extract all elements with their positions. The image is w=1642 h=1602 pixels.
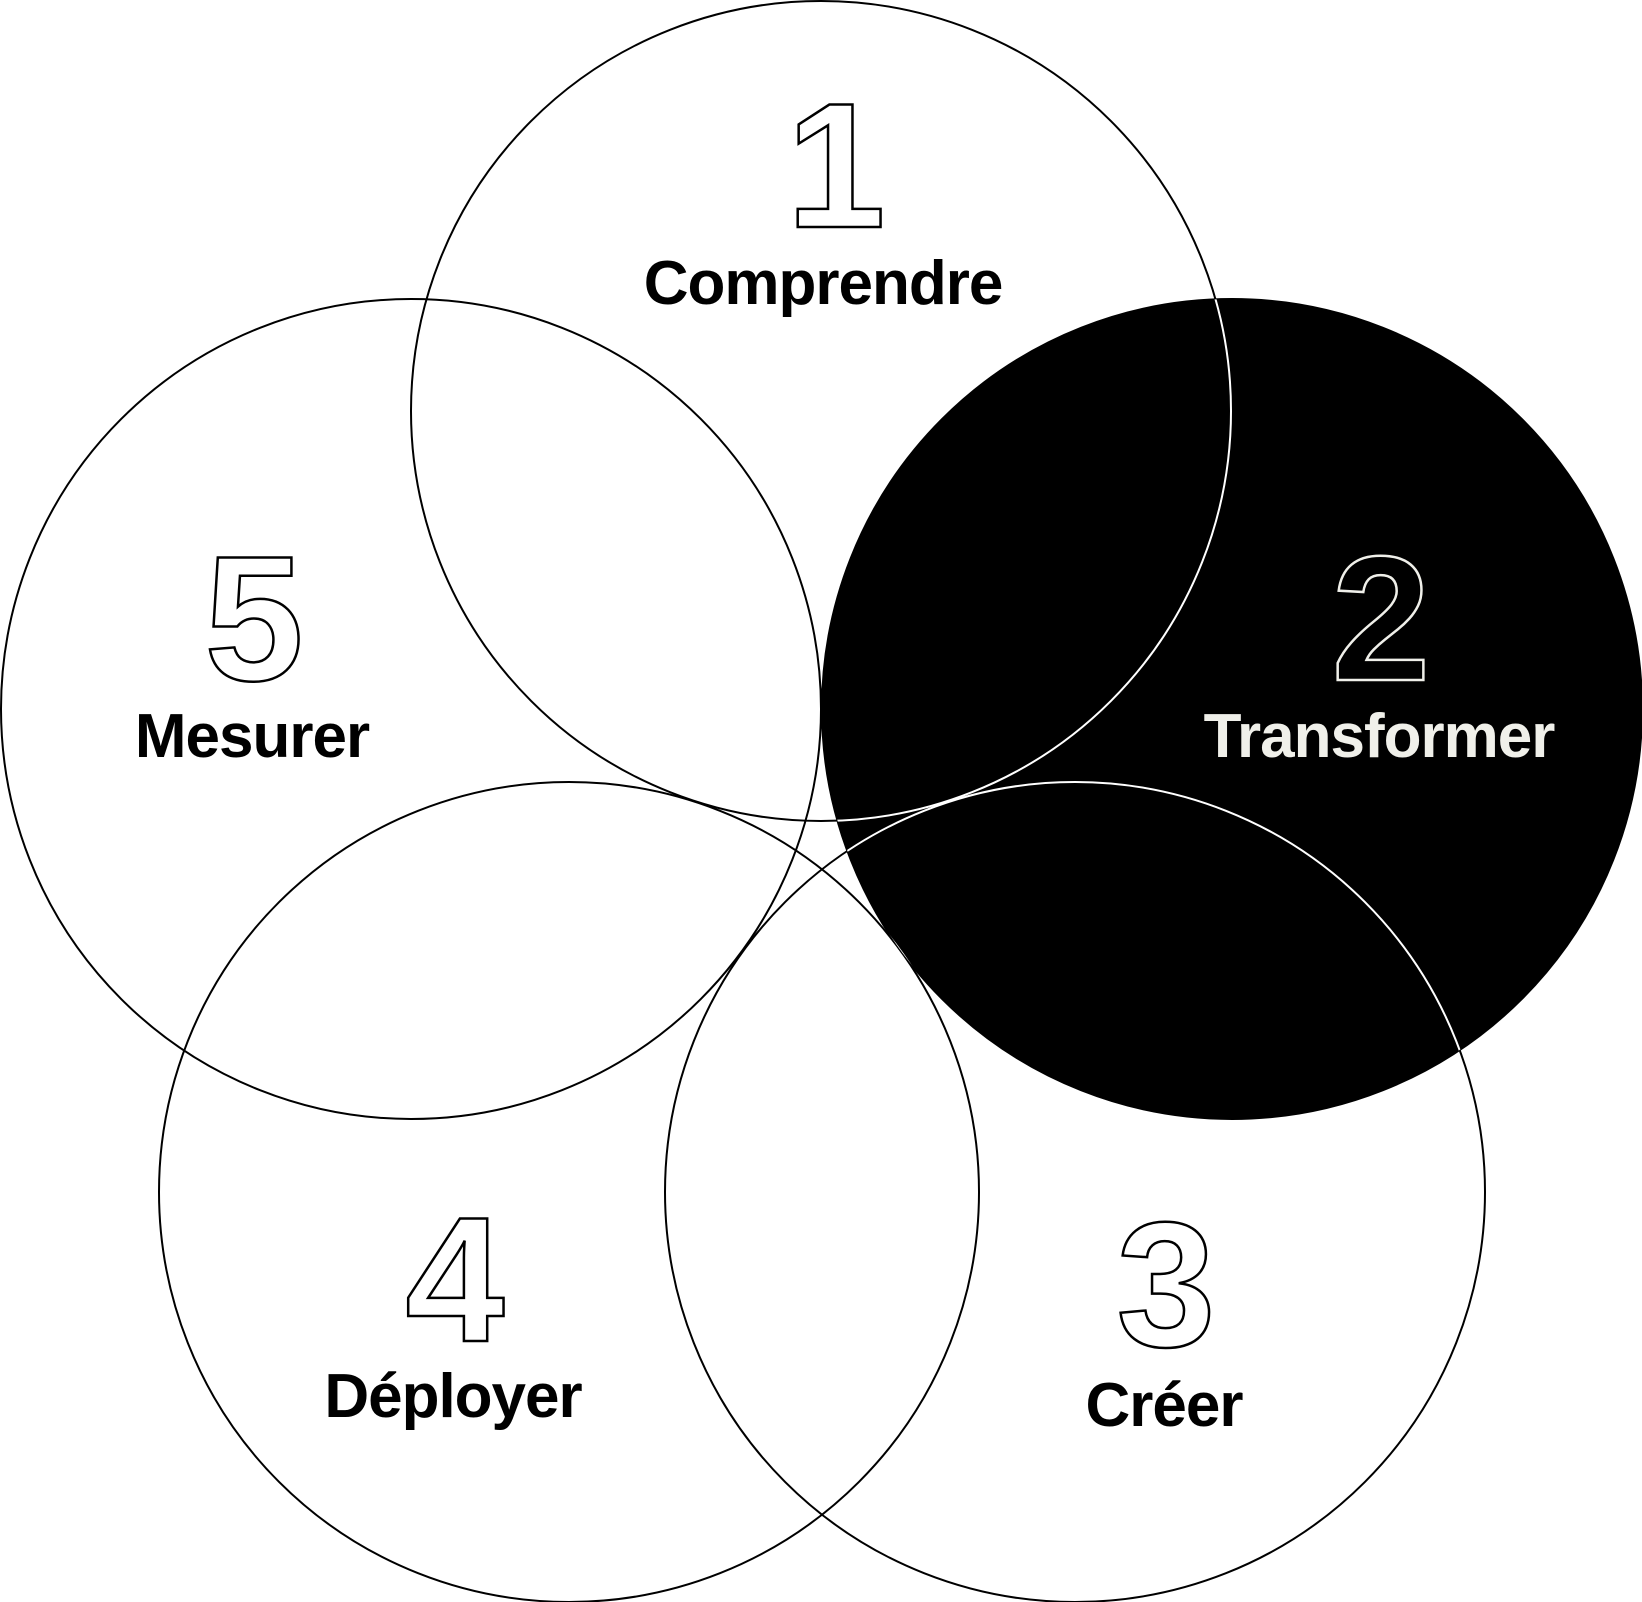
step-number-1: 1 bbox=[787, 66, 886, 265]
circle-step-5 bbox=[0, 298, 822, 1120]
step-number-4: 4 bbox=[406, 1180, 505, 1379]
step-label-mesurer: Mesurer bbox=[135, 702, 370, 771]
circle-step-4 bbox=[158, 781, 980, 1602]
step-number-5: 5 bbox=[205, 519, 304, 718]
circle-overlap-outline bbox=[822, 781, 980, 1119]
circle-overlap-outline bbox=[822, 299, 1232, 822]
circle-overlap-outline bbox=[822, 781, 1486, 1119]
step-label-creer: Créer bbox=[1086, 1371, 1244, 1440]
step-number-3: 3 bbox=[1117, 1185, 1216, 1384]
step-label-deployer: Déployer bbox=[324, 1362, 582, 1431]
step-number-2: 2 bbox=[1332, 519, 1431, 718]
step-label-transformer: Transformer bbox=[1204, 702, 1556, 771]
step-label-comprendre: Comprendre bbox=[644, 249, 1003, 318]
